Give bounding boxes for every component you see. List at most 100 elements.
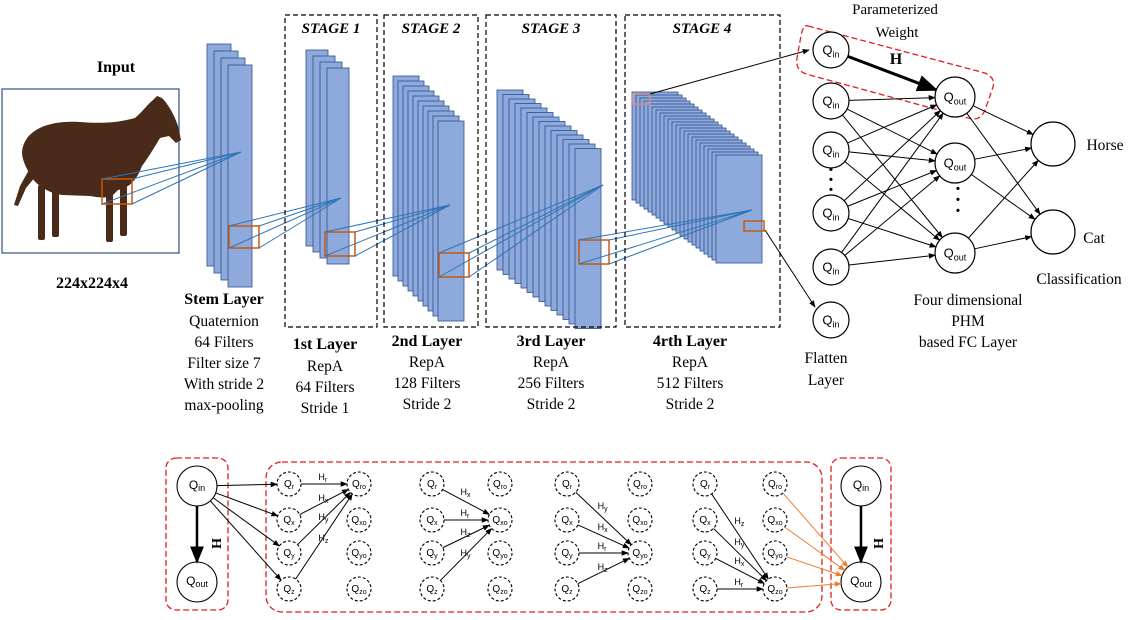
- stem-layer-line-4: With stride 2: [184, 376, 264, 393]
- fc-output-node-0-circle: [934, 76, 976, 118]
- group-3-arrow: [711, 493, 769, 580]
- layer-3-line-3: Stride 2: [527, 396, 576, 413]
- group-2-weight-3: Hz: [598, 562, 609, 574]
- input-title: Input: [97, 59, 136, 76]
- group-0-out-xo-circle: [346, 507, 372, 533]
- fc-connection: [846, 108, 938, 155]
- conv-projection-line: [324, 204, 451, 257]
- conv-projection-line: [438, 184, 604, 254]
- layer-4-line-3: Stride 2: [666, 396, 715, 413]
- group-0-weight-3: Hz: [318, 533, 329, 545]
- flatten-label-1: Flatten: [804, 350, 847, 367]
- fc-label-3: based FC Layer: [919, 334, 1018, 351]
- group-1-out-ro: Qro: [487, 471, 513, 497]
- group-3-in-z-label: Qz: [699, 584, 711, 596]
- group-1-in-r: Qr: [419, 471, 445, 497]
- fc-label-2: PHM: [951, 313, 985, 330]
- group-2-in-y-label: Qy: [561, 548, 573, 560]
- group-2-weight-2: Hr: [598, 541, 608, 553]
- layer-2-line-1: RepA: [409, 354, 446, 371]
- flatten-label-2: Layer: [808, 372, 845, 389]
- group-2-in-x-circle: [554, 507, 580, 533]
- group-1-out-xo-circle: [487, 507, 513, 533]
- layer-3-title: 3rd Layer: [517, 333, 586, 350]
- right-qout-node-label: Qout: [850, 574, 872, 589]
- group-2-in-z-label: Qz: [561, 584, 573, 596]
- left-qin-node: Qin: [176, 465, 218, 507]
- group-3-in-y: Qy: [692, 540, 718, 566]
- phm-detail-diagram: QinQoutHQinQoutHHrHxHyHzQrQxQyQzQroQxoQy…: [165, 457, 892, 613]
- group-2-out-zo-circle: [627, 576, 653, 602]
- stage-1-box: [284, 14, 378, 328]
- group-0-in-x-label: Qx: [283, 515, 295, 527]
- group-3-weight-3: Hr: [734, 577, 744, 589]
- conv-projection-line: [354, 204, 451, 233]
- group-1-in-r-circle: [419, 471, 445, 497]
- group-2-in-y-circle: [554, 540, 580, 566]
- layer-3-line-1: RepA: [533, 354, 570, 371]
- class-label-cat: Cat: [1083, 230, 1105, 247]
- group-2-in-r-label: Qr: [562, 479, 573, 491]
- stage-4-box: [624, 14, 781, 328]
- group-0-in-z: Qz: [276, 576, 302, 602]
- filter-stack-0: [206, 43, 253, 288]
- group-3-out-zo: Qzo: [762, 576, 788, 602]
- left-qin-node-label: Qin: [189, 478, 205, 493]
- filter-sheet: [326, 67, 350, 265]
- fc-output-node-1-label: Qout: [944, 156, 967, 173]
- fc-connection: [843, 110, 941, 202]
- group-2-in-r: Qr: [554, 471, 580, 497]
- group-0-in-x: Qx: [276, 507, 302, 533]
- filter-stack-1: [305, 49, 350, 265]
- conv-projection-line: [324, 204, 451, 233]
- filter-sheet: [437, 120, 465, 322]
- conv-projection-line: [468, 184, 604, 254]
- fc-output-node-1: Qout: [934, 142, 976, 184]
- group-1-out-zo-label: Qzo: [492, 584, 507, 596]
- stage-4-label: STAGE 4: [673, 21, 732, 37]
- conv-projection-line: [438, 184, 604, 278]
- receptive-patch: [228, 225, 260, 249]
- group-3-out-yo: Qyo: [762, 540, 788, 566]
- group-3-in-y-circle: [692, 540, 718, 566]
- group-2-weight-0: Hy: [598, 501, 609, 513]
- group-1-out-yo-label: Qyo: [492, 548, 507, 560]
- parameterized-weight-highlight: [796, 25, 995, 120]
- group-2-out-xo-label: Qxo: [632, 515, 647, 527]
- fc-connection: [844, 175, 941, 256]
- group-3-weight-0: Hz: [734, 516, 745, 528]
- group-3-in-z-circle: [692, 576, 718, 602]
- group-1-out-xo: Qxo: [487, 507, 513, 533]
- stage-boxes: [284, 14, 781, 328]
- group-2-weight-1: Hx: [598, 522, 609, 534]
- fc-input-node-2-label: Qin: [822, 143, 839, 160]
- fc-input-node-5-circle: [812, 301, 850, 339]
- fc-class-connection: [972, 105, 1034, 135]
- stage-3-label: STAGE 3: [522, 21, 581, 37]
- group-3-out-xo: Qxo: [762, 507, 788, 533]
- layer-1-line-1: RepA: [307, 358, 344, 375]
- group-0-out-ro-label: Qro: [352, 479, 366, 491]
- ellipsis-dot: ·: [955, 178, 962, 200]
- fc-h-label: H: [890, 51, 903, 68]
- group-0-out-yo-label: Qyo: [351, 548, 366, 560]
- class-label-horse: Horse: [1086, 137, 1123, 154]
- component-to-qout-arrow: [786, 581, 842, 589]
- group-3-out-ro-label: Qro: [768, 479, 782, 491]
- group-1-in-y: Qy: [419, 540, 445, 566]
- conv-projection-line: [258, 197, 342, 249]
- filter-sheet: [227, 64, 253, 288]
- stage-2-box: [383, 14, 479, 328]
- stage-1-label: STAGE 1: [302, 21, 361, 37]
- fc-connection: [847, 104, 938, 144]
- group-1-out-zo-circle: [487, 576, 513, 602]
- layer-4-line-1: RepA: [672, 354, 709, 371]
- group-1-in-z: Qz: [419, 576, 445, 602]
- layer-2-line-3: Stride 2: [403, 396, 452, 413]
- receptive-patch: [438, 252, 470, 278]
- group-2-out-yo-circle: [627, 540, 653, 566]
- fc-input-node-0-label: Qin: [822, 43, 839, 60]
- group-1-weight-2: Hz: [461, 527, 472, 539]
- qin-to-component-arrow: [215, 492, 279, 517]
- fc-output-node-2-circle: [934, 232, 976, 274]
